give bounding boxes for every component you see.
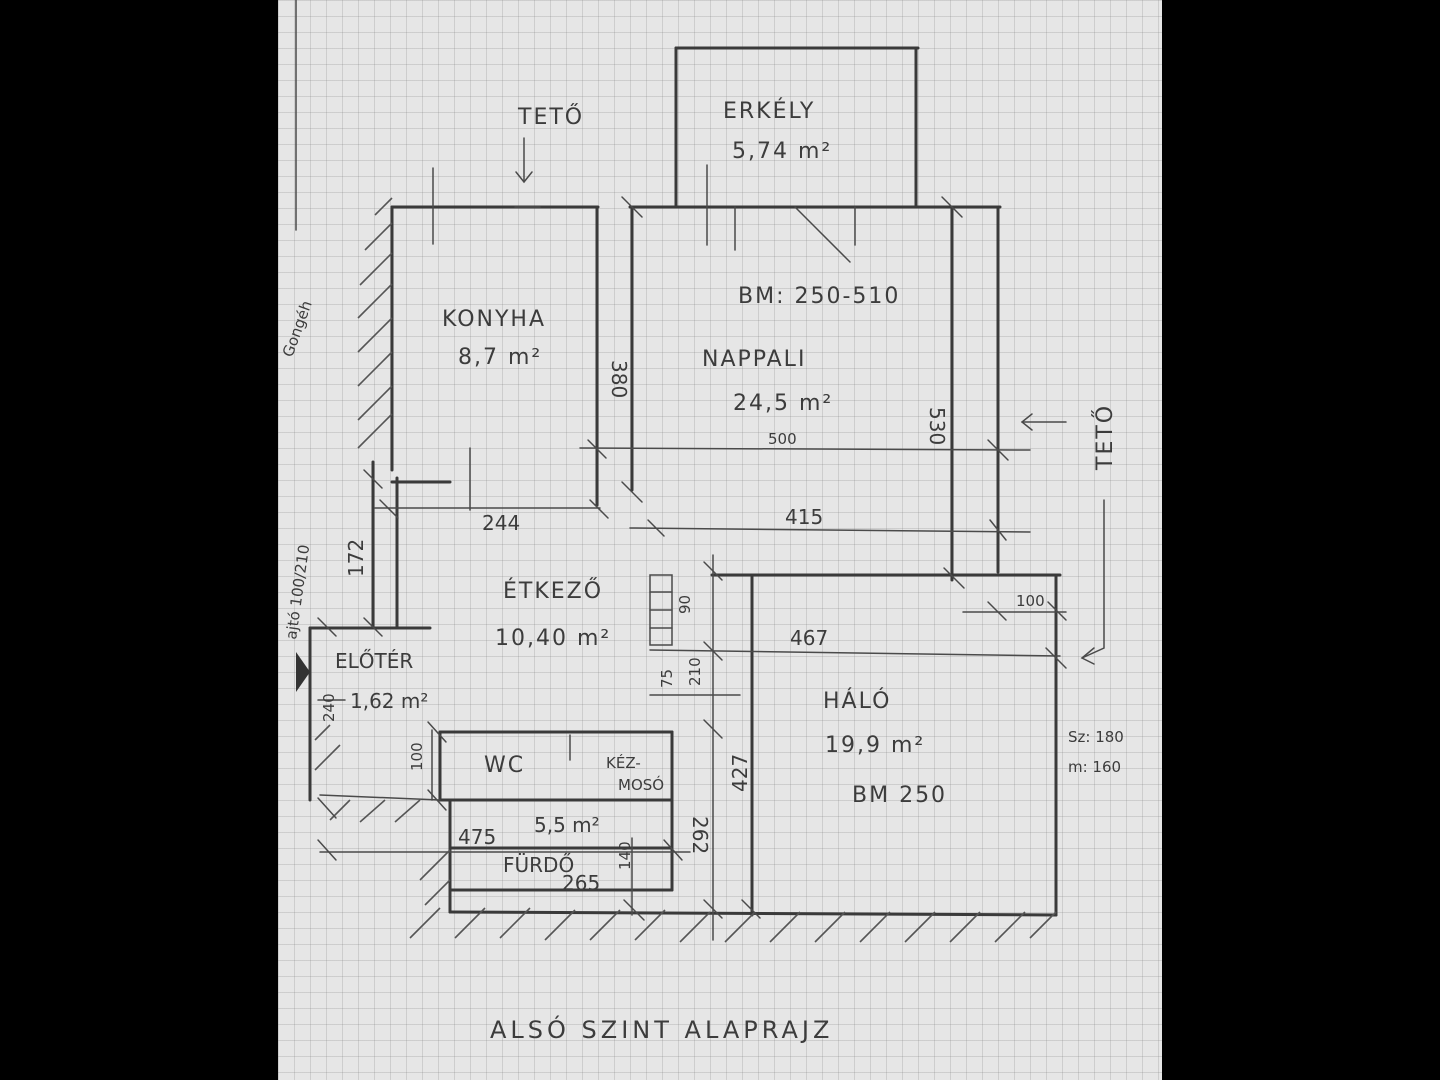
dim-467: 467 [790,626,828,650]
nappali-label: NAPPALI [702,347,806,372]
dim-415: 415 [785,505,823,529]
furdo-label: FÜRDŐ [503,853,574,877]
dim-244: 244 [482,511,520,535]
nappali-area: 24,5 m² [733,391,833,416]
dim-265: 265 [562,871,600,895]
nappali-note: BM: 250-510 [738,284,900,309]
kezmoso-label-2: MOSÓ [618,775,664,794]
konyha-label: KONYHA [442,307,546,332]
teto-arrows [515,137,1105,665]
kezmoso-label-1: KÉZ- [606,753,641,772]
dim-530: 530 [925,407,949,445]
erkely-area: 5,74 m² [732,139,832,164]
dim-475: 475 [458,825,496,849]
wc-label: WC [484,753,525,778]
dim-427: 427 [728,754,752,792]
dim-75: 75 [658,669,676,688]
halo-label: HÁLÓ [823,688,891,714]
gomgeh-label: Gongéh [279,298,316,359]
halo-area: 19,9 m² [825,733,925,758]
erkely-label: ERKÉLY [723,98,815,124]
window-size-1: Sz: 180 [1068,728,1124,746]
dim-100: 100 [1016,592,1045,610]
entrance-door-icon [296,652,310,692]
dim-240: 240 [320,693,338,722]
dim-140: 140 [616,841,634,870]
eloter-area: 1,62 m² [350,689,428,713]
dim-172: 172 [344,539,368,577]
halo-note: BM 250 [852,783,947,808]
window-size-2: m: 160 [1068,758,1121,776]
dim-262: 262 [688,816,712,854]
dim-210: 210 [686,657,704,686]
dim-90: 90 [676,595,694,614]
wall-hatching [314,197,1057,943]
dimension-ticks [317,167,1067,941]
teto-top-label: TETŐ [517,104,584,130]
furdo-area: 5,5 m² [534,813,600,837]
paper-sheet [278,0,1162,1080]
eloter-label: ELŐTÉR [335,649,413,673]
etkezo-area: 10,40 m² [495,626,611,651]
walls [308,46,1062,917]
door-left-label: ajtó 100/210 [282,543,313,640]
dim-500: 500 [768,430,797,448]
plan-title: ALSÓ SZINT ALAPRAJZ [490,1014,833,1044]
konyha-area: 8,7 m² [458,345,542,370]
dim-100b: 100 [408,742,426,771]
dim-380: 380 [607,360,631,398]
teto-right-label: TETŐ [1092,404,1118,471]
etkezo-label: ÉTKEZŐ [503,578,603,604]
